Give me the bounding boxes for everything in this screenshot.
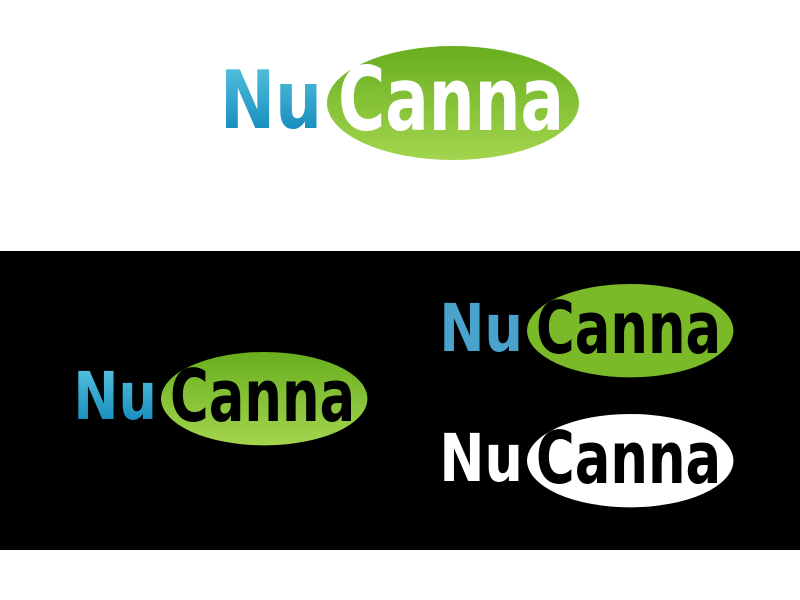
logo-pill (527, 414, 734, 508)
logo-pill (327, 46, 579, 160)
logo-canna-text: Canna (536, 416, 721, 500)
logo-white-black: Nu Canna (439, 414, 734, 508)
logo-canna-text: Canna (338, 48, 564, 151)
logo-full-color-black: Nu Canna (73, 352, 368, 446)
logo-pill (161, 352, 368, 446)
logo-nu-text: Nu (220, 54, 322, 147)
logo-flat-color-black: Nu Canna (439, 284, 734, 378)
logo-canna-text: Canna (170, 354, 355, 438)
logo-pill (527, 284, 734, 378)
logo-full-color-white: Nu Canna (220, 46, 579, 160)
logo-nu-text: Nu (439, 421, 523, 497)
logo-nu-text: Nu (73, 359, 157, 435)
logo-nu-text: Nu (439, 291, 523, 367)
logo-canna-text: Canna (536, 286, 721, 370)
